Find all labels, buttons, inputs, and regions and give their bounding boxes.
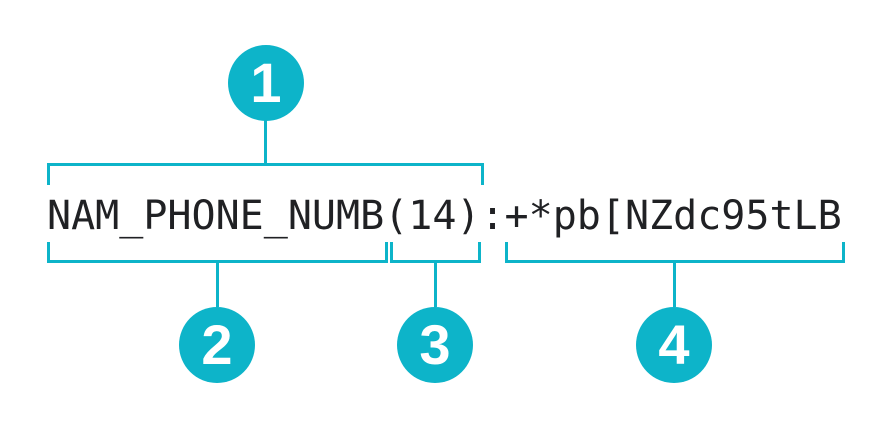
callout-1-bracket xyxy=(47,163,484,185)
code-string: NAM_PHONE_NUMB(14):+*pb[NZdc95tLB xyxy=(47,193,842,239)
callout-1-stem xyxy=(264,119,267,165)
callout-2-stem xyxy=(216,263,219,307)
callout-4-stem xyxy=(673,263,676,307)
callout-1-badge: 1 xyxy=(228,45,304,121)
callout-3-bracket xyxy=(390,242,481,263)
callout-4-bracket xyxy=(505,242,845,263)
callout-4-badge: 4 xyxy=(636,307,712,383)
callout-2-badge: 2 xyxy=(179,307,255,383)
callout-3-stem xyxy=(434,263,437,307)
callout-3-badge: 3 xyxy=(397,307,473,383)
callout-2-bracket xyxy=(47,242,388,263)
